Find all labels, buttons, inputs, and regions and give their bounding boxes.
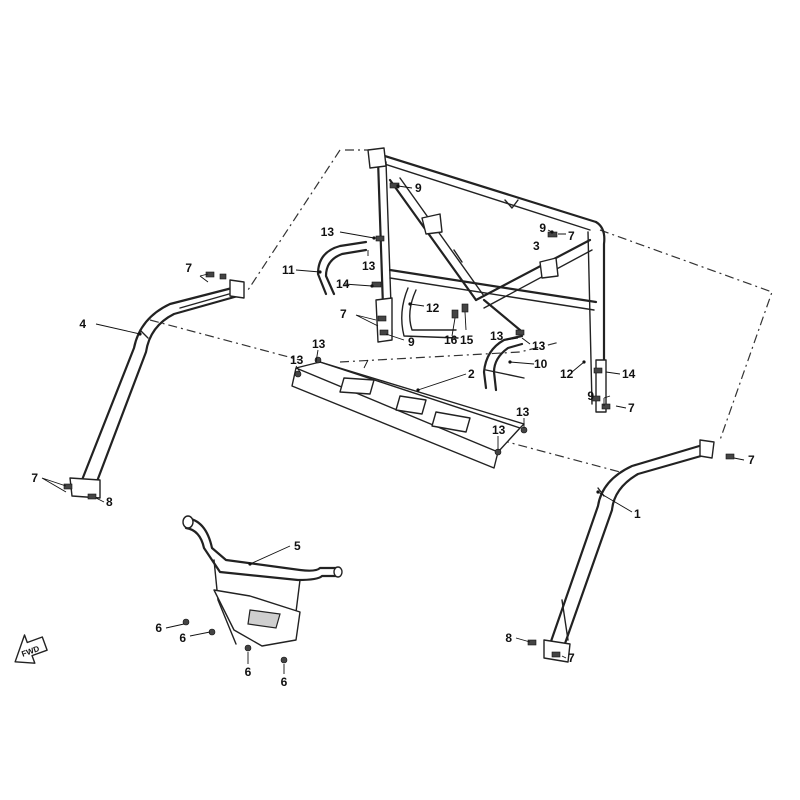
callout-12: 12	[426, 301, 440, 315]
assembly-reference-lines	[149, 149, 773, 473]
callout-8: 8	[505, 631, 512, 645]
callout-13: 13	[312, 337, 326, 351]
callout-8: 8	[106, 495, 113, 509]
callout-12: 12	[560, 367, 574, 381]
callout-7: 7	[185, 261, 192, 275]
callout-7: 7	[568, 651, 575, 665]
leader-lines	[41, 185, 745, 674]
callout-11: 11	[282, 263, 295, 277]
callout-9: 9	[587, 389, 594, 403]
callout-13: 13	[321, 225, 335, 239]
callout-1: 1	[634, 507, 641, 521]
callout-13: 13	[492, 423, 506, 437]
callout-14: 14	[622, 367, 636, 381]
grab-handles	[316, 240, 525, 392]
rear-panel-part-2	[291, 361, 525, 469]
callout-6: 6	[245, 665, 252, 679]
callout-4: 4	[79, 317, 86, 331]
callout-9: 9	[539, 221, 546, 235]
callout-5: 5	[294, 539, 301, 553]
callout-7: 7	[748, 453, 755, 467]
right-upright-part-1	[543, 439, 715, 663]
rear-frame-part-3	[367, 147, 607, 413]
forward-arrow-icon: FWD	[14, 634, 48, 664]
callout-13: 13	[532, 339, 546, 353]
callout-7: 7	[568, 229, 575, 243]
callout-13: 13	[290, 353, 304, 367]
left-upright-part-4	[69, 279, 245, 499]
callout-2: 2	[468, 367, 475, 381]
callout-3: 3	[533, 239, 540, 253]
callout-7: 7	[340, 307, 347, 321]
callout-13: 13	[362, 259, 376, 273]
callout-7: 7	[628, 401, 635, 415]
callout-13: 13	[490, 329, 504, 343]
leader-dots	[138, 184, 600, 566]
callout-14: 14	[336, 277, 350, 291]
callout-labels: 9 9 7 3 13 13 11 7 14 7 9 12 16 15 13 13…	[31, 181, 755, 689]
fasteners	[63, 182, 735, 664]
front-bar-part-5	[182, 515, 343, 647]
callout-16: 16	[444, 333, 458, 347]
callout-13: 13	[516, 405, 530, 419]
callout-10: 10	[534, 357, 548, 371]
callout-6: 6	[281, 675, 288, 689]
callout-9: 9	[408, 335, 415, 349]
callout-9: 9	[415, 181, 422, 195]
callout-6: 6	[179, 631, 186, 645]
callout-6: 6	[155, 621, 162, 635]
callout-7: 7	[31, 471, 38, 485]
callout-15: 15	[460, 333, 474, 347]
